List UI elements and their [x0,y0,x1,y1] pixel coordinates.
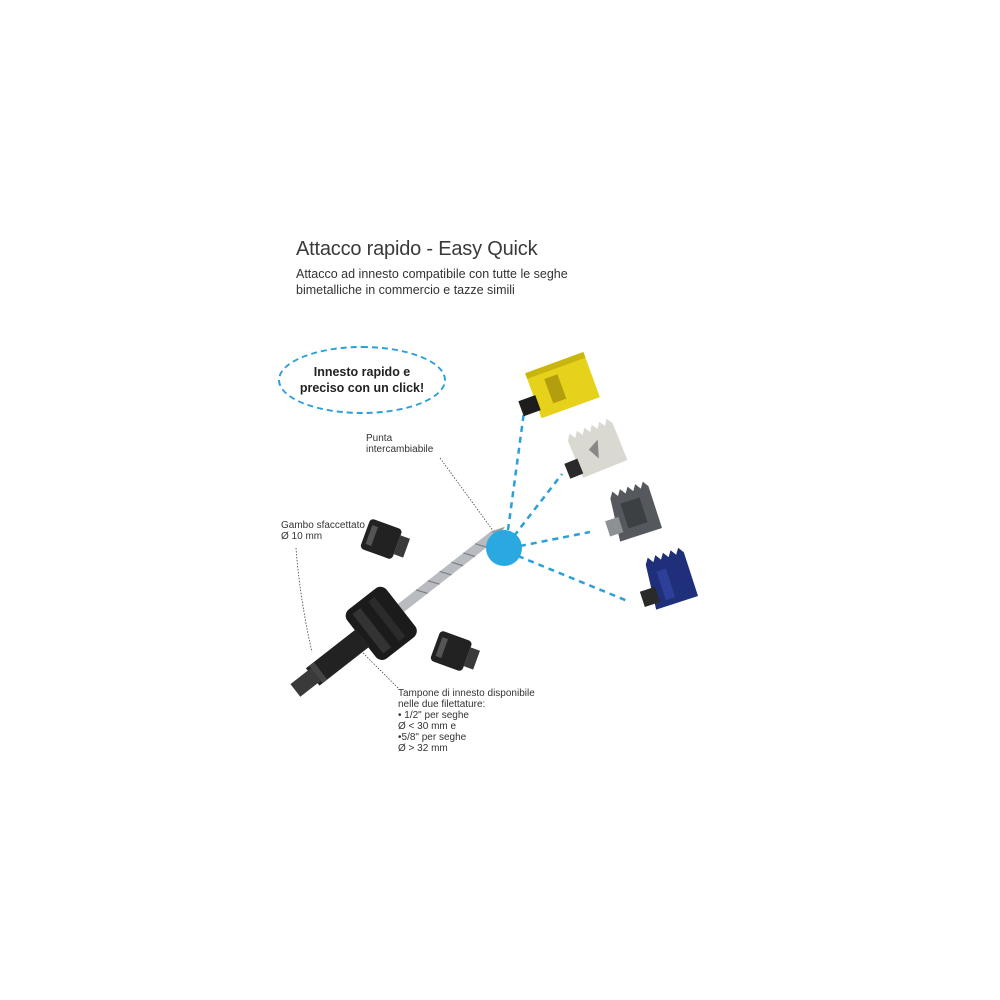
adapter-bottom [430,631,480,671]
page-subtitle: Attacco ad innesto compatibile con tutte… [296,266,596,298]
hole-saw-white [564,418,628,479]
callout-text: Innesto rapido e preciso con un click! [297,364,427,396]
pointer-punta [439,457,495,533]
callout-line: Innesto rapido e [313,365,411,379]
connector-yellow [506,411,526,531]
label-line: Ø > 32 mm [398,743,448,754]
connector-grey [519,530,591,548]
label-punta: Punta intercambiabile [366,433,446,455]
subtitle-line: bimetalliche in commercio e tazze simili [296,283,515,297]
label-line: Punta [366,433,393,444]
hole-saw-blue [639,547,699,610]
adapter-top [360,519,410,559]
drill-bit [396,531,498,614]
label-tampone: Tampone di innesto disponibile nelle due… [398,688,548,754]
drill-flutes [415,543,487,595]
callout-line: preciso con un click! [299,381,425,395]
connector-blue [517,554,631,604]
label-line: • 1/2" per seghe [398,710,469,721]
label-line: Ø 10 mm [281,531,323,542]
label-line: nelle due filettature: [398,699,486,710]
callout-bubble: Innesto rapido e preciso con un click! [278,346,446,414]
connector-lines [506,411,631,604]
label-line: Tampone di innesto disponibile [398,688,535,699]
label-gambo: Gambo sfaccettato Ø 10 mm [281,520,371,542]
hex-shank [305,628,370,686]
label-line: Ø < 30 mm e [398,721,457,732]
arbor-assembly [290,526,505,697]
subtitle-line: Attacco ad innesto compatibile con tutte… [296,267,568,281]
pointer-lines [295,457,495,689]
label-line: •5/8" per seghe [398,732,467,743]
hole-saw-grey [605,481,663,542]
pointer-gambo [295,547,313,653]
label-line: Gambo sfaccettato [281,520,365,531]
pointer-tampone [349,639,399,689]
label-line: intercambiabile [366,444,434,455]
quick-connect-dot [486,530,522,566]
connector-white [513,473,563,537]
hole-saw-yellow [518,351,600,419]
page-title: Attacco rapido - Easy Quick [296,238,538,260]
arbor-collar [345,586,417,660]
